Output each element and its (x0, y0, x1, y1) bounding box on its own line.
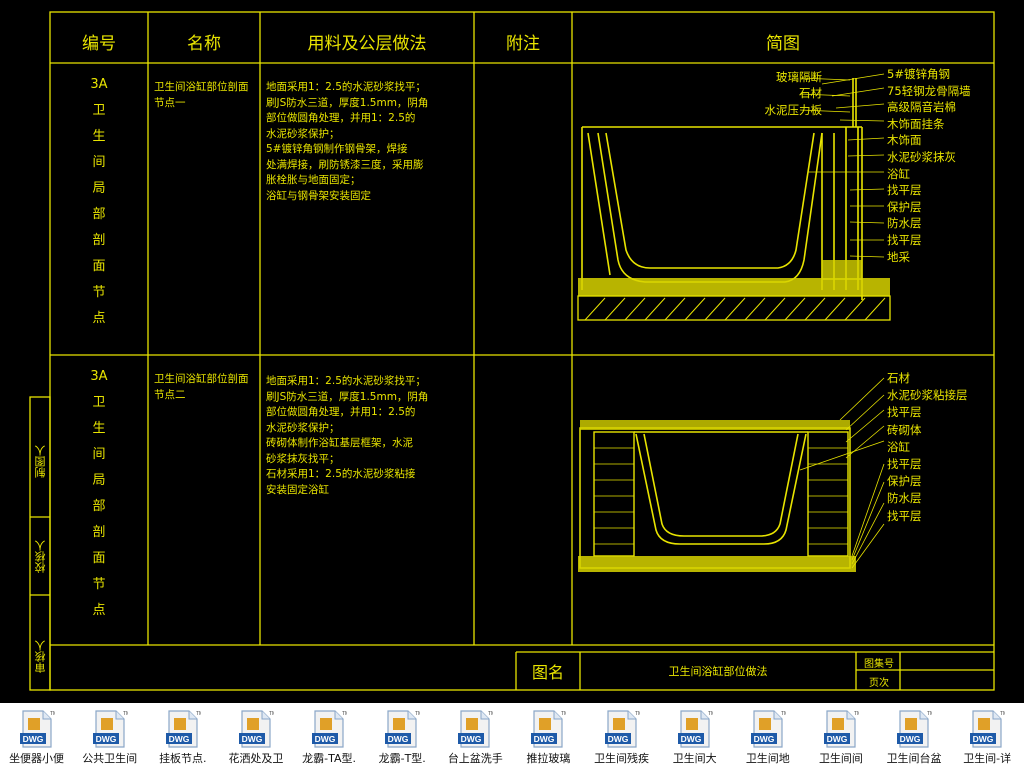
title-block-label: 图名 (531, 663, 564, 682)
svg-text:DWG: DWG (388, 734, 409, 744)
row2-code: 3A卫生间局部剖面节点 (90, 369, 108, 618)
svg-text:DWG: DWG (680, 734, 701, 744)
file-name: 坐便器小便 (9, 752, 65, 765)
svg-text:DWG: DWG (95, 734, 116, 744)
header-name: 名称 (187, 33, 221, 54)
svg-text:DWG: DWG (22, 734, 43, 744)
svg-text:DWG: DWG (900, 734, 921, 744)
dwg-file-icon: DWG TM (823, 709, 861, 749)
svg-text:TM: TM (781, 711, 786, 717)
dwg-file-icon: DWG TM (969, 709, 1007, 749)
svg-text:DWG: DWG (973, 734, 994, 744)
dwg-file-icon: DWG TM (19, 709, 57, 749)
cad-drawing-viewer: 编号 名称 用料及公层做法 附注 简图 3A卫生间局部剖面节点 卫生间浴缸部位剖… (0, 0, 1024, 703)
file-thumbnail[interactable]: DWG TM 公共卫生间 (73, 703, 146, 768)
file-name: 龙霸-T型. (378, 752, 426, 765)
row1-left-labels: 玻璃隔断 石材 水泥压力板 (764, 70, 823, 117)
file-thumbnail[interactable]: DWG TM 卫生间残疾 (585, 703, 658, 768)
svg-text:TM: TM (269, 711, 274, 717)
file-name: 挂板节点. (159, 752, 207, 765)
header-code: 编号 (82, 33, 116, 54)
svg-text:TM: TM (1000, 711, 1005, 717)
header-diagram: 简图 (766, 33, 800, 54)
file-name: 卫生间-详 (963, 752, 1012, 765)
file-thumbnail[interactable]: DWG TM 推拉玻璃 (512, 703, 585, 768)
header-method: 用料及公层做法 (307, 33, 427, 54)
side-label-drafter: 制图人 (34, 445, 47, 478)
drawing-frame (29, 11, 995, 691)
svg-text:DWG: DWG (753, 734, 774, 744)
svg-text:TM: TM (415, 711, 420, 717)
dwg-file-icon: DWG TM (896, 709, 934, 749)
file-name: 卫生间大 (672, 752, 717, 765)
svg-text:TM: TM (196, 711, 201, 717)
title-block-value: 卫生间浴缸部位做法 (668, 665, 768, 678)
svg-text:TM: TM (561, 711, 566, 717)
dwg-file-icon: DWG TM (384, 709, 422, 749)
file-thumbnail[interactable]: DWG TM 卫生间-详 (951, 703, 1024, 768)
row2-method: 地面采用1：2.5的水泥砂浆找平；刷JS防水三道，厚度1.5mm，阴角 部位做圆… (266, 375, 429, 496)
title-block-page-no: 页次 (869, 678, 889, 689)
dwg-file-icon: DWG TM (457, 709, 496, 749)
row2-name: 卫生间浴缸部位剖面节点二 (154, 373, 249, 401)
svg-text:DWG: DWG (315, 734, 336, 744)
row1-code: 3A卫生间局部剖面节点 (90, 77, 108, 326)
svg-text:TM: TM (342, 711, 347, 717)
related-files-strip: DWG TM 坐便器小便 DWG TM 公共卫生间 DWG TM 挂板节点. (0, 703, 1024, 768)
side-label-reviewer: 审核人 (34, 640, 47, 673)
svg-text:TM: TM (927, 711, 932, 717)
dwg-file-icon: DWG TM (92, 709, 130, 749)
file-name: 台上盆洗手 (447, 752, 503, 765)
svg-text:TM: TM (854, 711, 859, 717)
row1-name: 卫生间浴缸部位剖面节点一 (154, 81, 249, 109)
dwg-file-icon: DWG TM (165, 709, 203, 749)
file-thumbnail[interactable]: DWG TM 卫生间大 (658, 703, 731, 768)
svg-text:DWG: DWG (534, 734, 555, 744)
side-label-checker: 校核人 (34, 540, 47, 573)
file-name: 推拉玻璃 (526, 752, 571, 765)
file-name: 卫生间台盆 (886, 752, 942, 765)
title-block-atlas-no: 图集号 (864, 659, 894, 670)
svg-text:TM: TM (488, 711, 493, 717)
dwg-file-icon: DWG TM (238, 709, 276, 749)
file-thumbnail[interactable]: DWG TM 花洒处及卫 (219, 703, 292, 768)
file-name: 卫生间间 (818, 752, 863, 765)
file-thumbnail[interactable]: DWG TM 卫生间地 (731, 703, 804, 768)
file-name: 龙霸-TA型. (302, 752, 356, 765)
svg-text:TM: TM (123, 711, 128, 717)
dwg-file-icon: DWG TM (677, 709, 715, 749)
dwg-file-icon: DWG TM (311, 709, 349, 749)
file-thumbnail[interactable]: DWG TM 龙霸-T型. (366, 703, 439, 768)
file-thumbnail[interactable]: DWG TM 坐便器小便 (0, 703, 73, 768)
file-thumbnail[interactable]: DWG TM 龙霸-TA型. (293, 703, 366, 768)
file-name: 卫生间地 (745, 752, 790, 765)
file-thumbnail[interactable]: DWG TM 卫生间台盆 (878, 703, 951, 768)
svg-text:TM: TM (50, 711, 55, 717)
dwg-file-icon: DWG TM (530, 709, 569, 749)
file-thumbnail[interactable]: DWG TM 卫生间间 (804, 703, 877, 768)
svg-text:TM: TM (708, 711, 713, 717)
row1-method: 地面采用1：2.5的水泥砂浆找平；刷JS防水三道，厚度1.5mm，阴角 部位做圆… (266, 81, 429, 202)
svg-text:DWG: DWG (827, 734, 848, 744)
dwg-file-icon: DWG TM (604, 709, 642, 749)
file-name: 公共卫生间 (82, 752, 138, 765)
svg-text:DWG: DWG (461, 734, 482, 744)
row2-right-labels: 石材水泥砂浆粘接层 找平层砖砌体 浴缸找平层 保护层防水层 找平层 (887, 371, 968, 523)
svg-text:DWG: DWG (168, 734, 189, 744)
svg-text:DWG: DWG (242, 734, 263, 744)
file-name: 卫生间残疾 (594, 752, 650, 765)
header-notes: 附注 (506, 33, 540, 54)
file-thumbnail[interactable]: DWG TM 台上盆洗手 (439, 703, 512, 768)
file-name: 花洒处及卫 (228, 752, 284, 765)
dwg-file-icon: DWG TM (750, 709, 788, 749)
svg-text:DWG: DWG (607, 734, 628, 744)
file-thumbnail[interactable]: DWG TM 挂板节点. (146, 703, 219, 768)
svg-text:TM: TM (635, 711, 640, 717)
